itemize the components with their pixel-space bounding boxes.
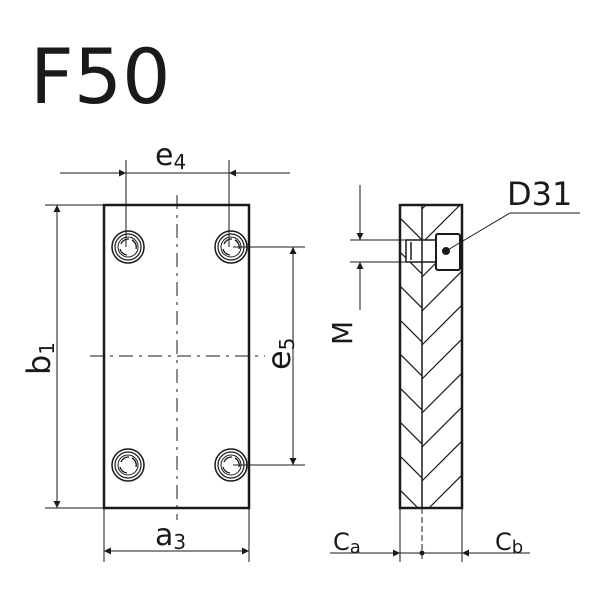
e4-label: e4 [155,138,186,174]
e5-label: e5 [260,338,299,370]
screw-hole [111,448,145,482]
cb-label: Cb [495,528,523,558]
torx-icon [222,238,240,256]
torx-icon [119,238,137,256]
side-view [330,185,580,562]
title: F50 [30,32,170,121]
side-outline [398,203,464,510]
m-label: M [326,321,359,345]
torx-icon [119,456,137,474]
a3-label: a3 [155,518,186,554]
b1-label: b1 [20,342,59,375]
d31-label: D31 [507,175,572,213]
ca-label: Ca [333,528,361,558]
front-view [45,160,305,562]
screw-shank [405,239,437,263]
screw-hole [111,230,145,264]
torx-icon [222,456,240,474]
